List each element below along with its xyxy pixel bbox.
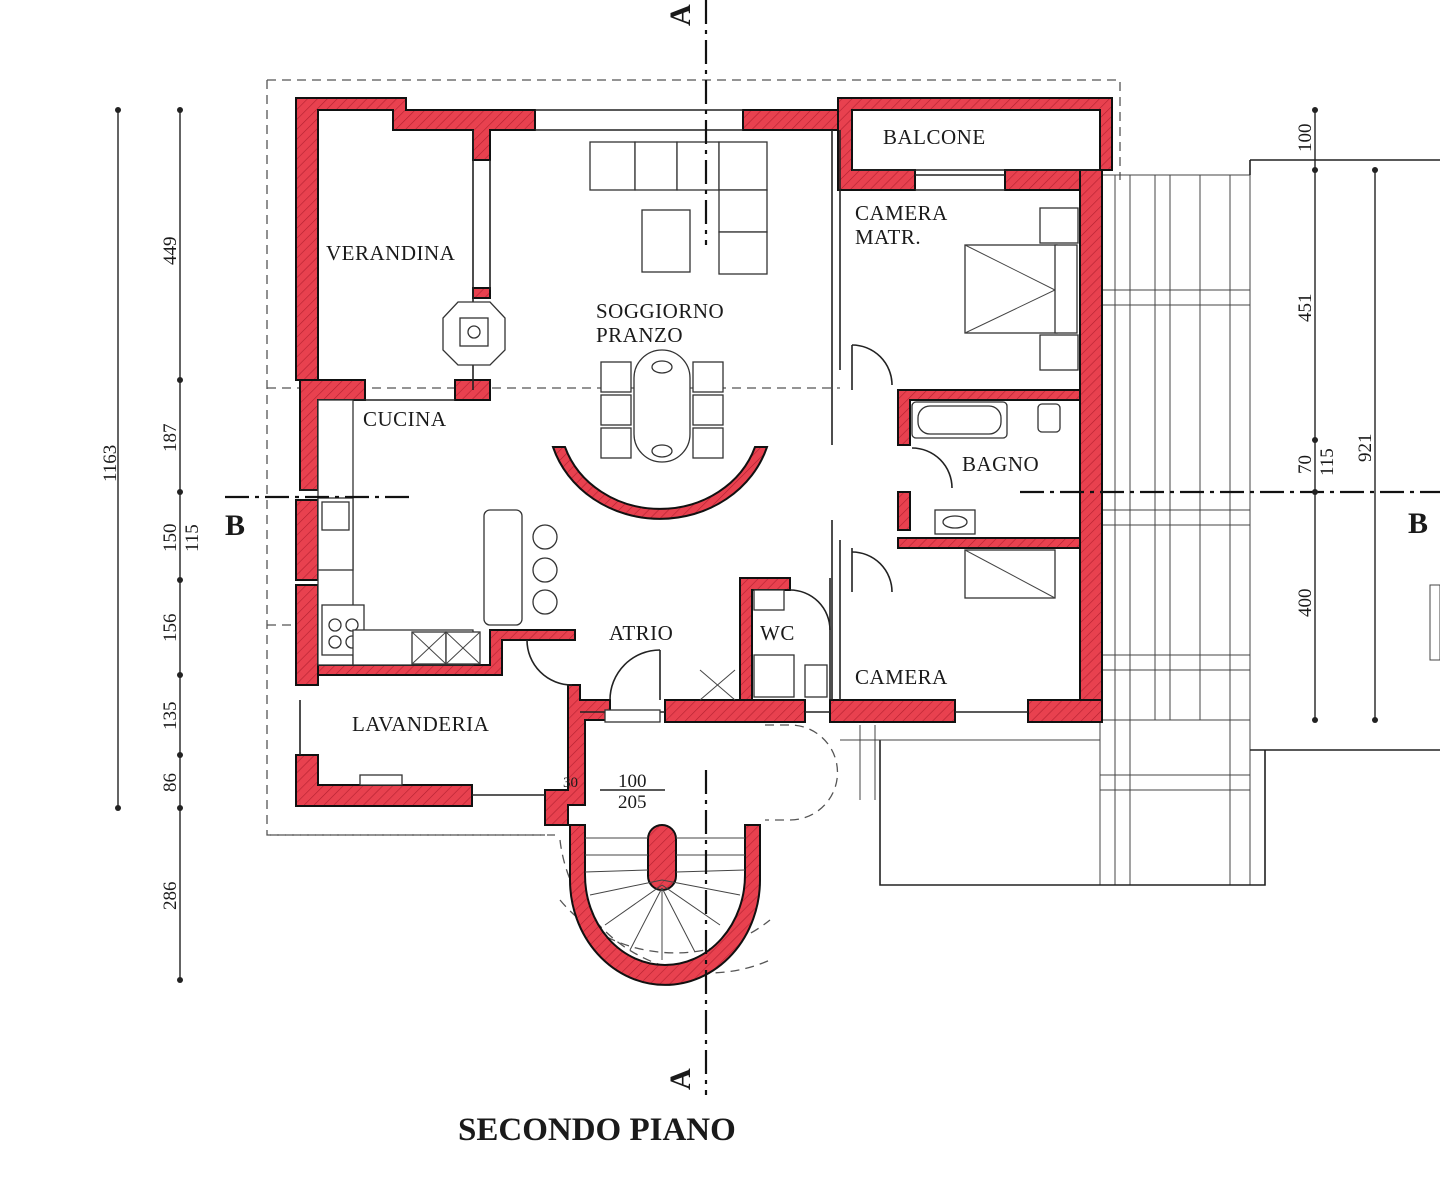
terrace-railing (840, 159, 1440, 886)
label-wc: WC (760, 621, 795, 645)
label-balcone: BALCONE (883, 125, 986, 149)
dim-left-7: 286 (160, 882, 181, 911)
doors (526, 344, 953, 723)
dim-right-extra: 115 (1317, 448, 1338, 476)
label-lavanderia: LAVANDERIA (352, 712, 490, 736)
dim-stair-side: 30 (563, 775, 578, 791)
section-b-left: B (225, 509, 245, 542)
label-atrio: ATRIO (609, 621, 673, 645)
label-cucina: CUCINA (363, 407, 447, 431)
dim-right-3: 70 (1295, 455, 1316, 474)
dim-right-4: 400 (1295, 589, 1316, 618)
furniture (317, 141, 1079, 960)
label-camera-matr: CAMERA (855, 201, 948, 225)
label-camera: CAMERA (855, 665, 948, 689)
room-labels: VERANDINA SOGGIORNO PRANZO BALCONE CAMER… (326, 125, 1039, 736)
dim-left-6: 86 (160, 773, 181, 792)
label-verandina: VERANDINA (326, 241, 456, 265)
section-a-bottom: A (664, 1068, 697, 1090)
walls (295, 97, 1113, 986)
label-soggiorno: SOGGIORNO (596, 299, 724, 323)
section-a-top: A (664, 4, 697, 26)
dim-stair-top: 100 (618, 771, 647, 792)
dim-left-4: 156 (160, 614, 181, 643)
dim-right-total: 921 (1355, 434, 1376, 463)
dimension-lines (115, 107, 1378, 983)
drawing-title: SECONDO PIANO (458, 1112, 736, 1148)
dim-left-total: 1163 (100, 445, 121, 482)
dim-left-extra: 115 (182, 524, 203, 552)
dim-right-1: 100 (1295, 124, 1316, 153)
dim-left-5: 135 (160, 702, 181, 731)
dim-left-3: 150 (160, 524, 181, 553)
partitions (299, 109, 1100, 796)
dim-stair-bottom: 205 (618, 792, 647, 813)
dim-right-2: 451 (1295, 294, 1316, 323)
section-markers: A A B B (225, 4, 1428, 1090)
dim-left-1: 449 (160, 237, 181, 266)
roof-outline (266, 79, 1121, 974)
label-bagno: BAGNO (962, 452, 1039, 476)
section-axes (225, 0, 1440, 1095)
section-b-right: B (1408, 507, 1428, 540)
dim-left-2: 187 (160, 424, 181, 453)
label-pranzo: PRANZO (596, 323, 683, 347)
label-matr: MATR. (855, 225, 921, 249)
dimension-labels: 1163 449 187 150 115 156 135 86 286 100 … (100, 124, 1376, 911)
